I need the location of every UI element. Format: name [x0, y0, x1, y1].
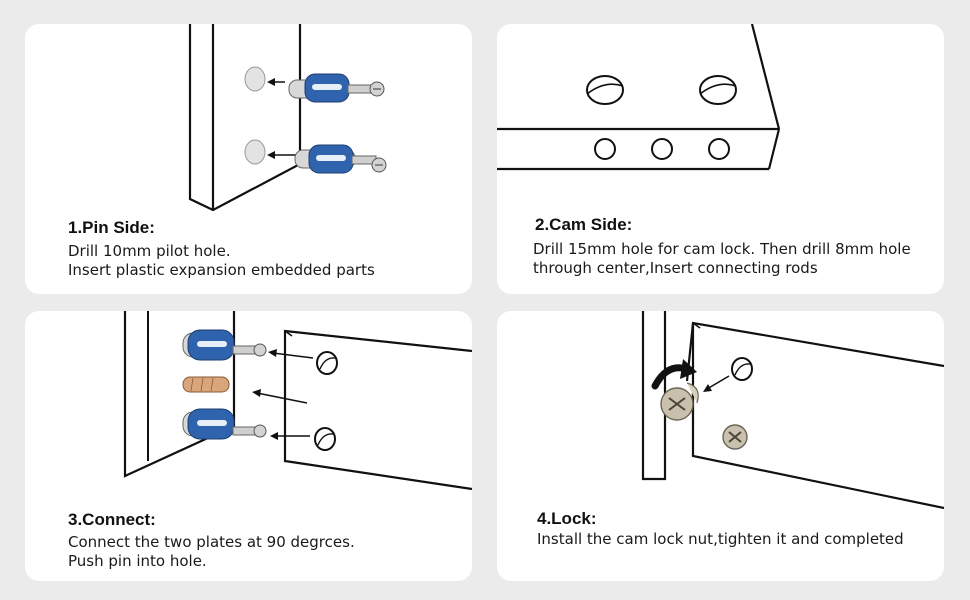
step-title: 4.Lock: — [537, 509, 597, 528]
screw-pin-icon — [347, 81, 385, 97]
rod-hole — [316, 351, 338, 375]
insert-arrow — [270, 432, 278, 440]
step-card-pin-side: 1.Pin Side: Drill 10mm pilot hole. Inser… — [25, 24, 472, 294]
insert-arrow — [252, 389, 261, 397]
pilot-hole — [244, 139, 266, 165]
insert-arrow — [703, 384, 712, 392]
step-description-line: through center,Insert connecting rods — [533, 259, 818, 277]
expansion-anchor-icon — [182, 329, 235, 361]
cam-lock-nut-icon — [660, 382, 699, 421]
cam-lock-nut-icon — [722, 424, 748, 450]
cam-side-illustration — [497, 24, 781, 171]
screw-pin-icon — [232, 424, 267, 438]
cam-hole — [586, 75, 624, 105]
rod-hole — [594, 138, 616, 160]
step-card-lock: 4.Lock: Install the cam lock nut,tighten… — [497, 311, 944, 581]
expansion-anchor-icon — [288, 73, 350, 103]
step-description-line: Push pin into hole. — [68, 552, 207, 570]
step-description-line: Connect the two plates at 90 degrces. — [68, 533, 355, 551]
pin-side-illustration — [188, 24, 387, 212]
step-card-connect: 3.Connect: Connect the two plates at 90 … — [25, 311, 472, 581]
rod-hole — [708, 138, 730, 160]
expansion-anchor-icon — [294, 144, 356, 174]
step-title: 2.Cam Side: — [535, 215, 633, 234]
cam-side-board — [685, 321, 944, 382]
lock-illustration — [641, 311, 944, 510]
board-edge — [188, 24, 302, 212]
step-description-line: Drill 15mm hole for cam lock. Then drill… — [533, 240, 911, 258]
pin-side-board — [123, 311, 236, 478]
rotate-arrow-icon — [651, 359, 697, 390]
expansion-anchor-icon — [182, 408, 235, 440]
pin-side-board — [641, 311, 667, 481]
insert-arrow — [268, 349, 277, 357]
insert-arrow — [267, 151, 275, 159]
rod-hole — [314, 427, 336, 451]
screw-pin-icon — [232, 343, 267, 357]
cam-side-board — [283, 329, 472, 491]
step-card-cam-side: 2.Cam Side: Drill 15mm hole for cam lock… — [497, 24, 944, 294]
step-description-line: Drill 10mm pilot hole. — [68, 242, 231, 260]
wood-dowel-icon — [182, 376, 230, 393]
step-title: 1.Pin Side: — [68, 218, 155, 237]
insert-arrow — [267, 78, 275, 86]
step-description-line: Insert plastic expansion embedded parts — [68, 261, 375, 279]
step-description-line: Install the cam lock nut,tighten it and … — [537, 530, 904, 548]
step-title: 3.Connect: — [68, 510, 156, 529]
cam-hole — [699, 75, 737, 105]
rod-hole — [651, 138, 673, 160]
pilot-hole — [244, 66, 266, 92]
rod-hole — [731, 357, 753, 381]
connect-illustration — [123, 311, 472, 491]
screw-pin-icon — [351, 155, 387, 173]
